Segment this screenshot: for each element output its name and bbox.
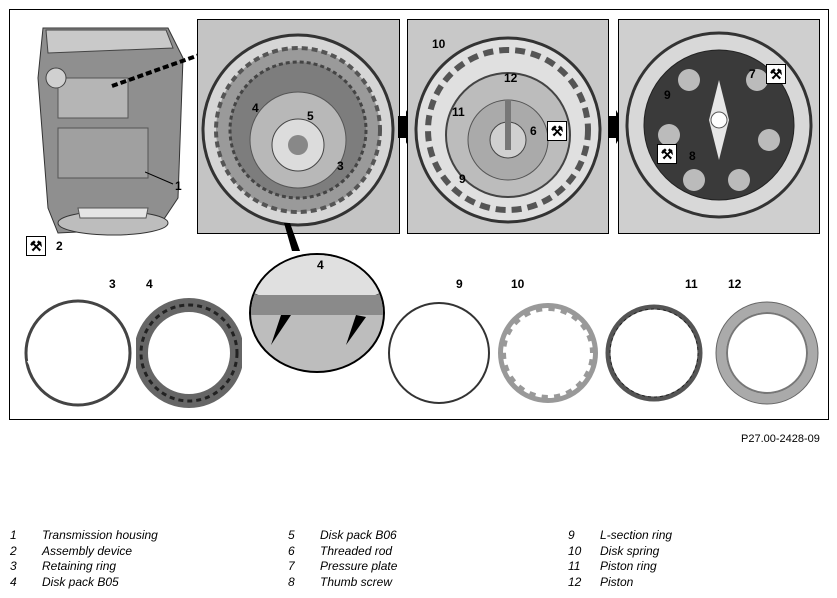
piston-ring-image <box>605 304 703 402</box>
callout-6: 6 <box>530 124 537 138</box>
legend-text: Piston <box>600 575 634 589</box>
wrench-tool-icon: ⚒ <box>547 121 567 141</box>
legend-text: Assembly device <box>42 544 133 558</box>
callout-1: 1 <box>175 179 182 193</box>
callout-3: 3 <box>337 159 344 173</box>
callout-9: 9 <box>459 172 466 186</box>
pointer-arrow <box>111 52 203 88</box>
callout-2: 2 <box>56 239 63 253</box>
legend-number: 11 <box>568 559 581 573</box>
part-label-11: 11 <box>685 277 698 291</box>
leader-line-1 <box>145 171 174 185</box>
legend-number: 9 <box>568 528 575 542</box>
callout-4: 4 <box>252 101 259 115</box>
legend-number: 8 <box>288 575 295 589</box>
legend-text: Thumb screw <box>320 575 393 589</box>
legend-text: Retaining ring <box>42 559 117 573</box>
part-label-4: 4 <box>146 277 153 291</box>
wrench-tool-icon: ⚒ <box>766 64 786 84</box>
photo-pressure-plate <box>618 19 820 234</box>
callout-5: 5 <box>307 109 314 123</box>
legend-text: Disk pack B06 <box>320 528 397 542</box>
callout-12: 12 <box>504 71 518 85</box>
legend-text: Pressure plate <box>320 559 398 573</box>
legend-text: Disk spring <box>600 544 660 558</box>
legend-text: Transmission housing <box>42 528 158 542</box>
legend-text: Piston ring <box>600 559 657 573</box>
legend-number: 7 <box>288 559 295 573</box>
figure-reference: P27.00-2428-09 <box>741 433 820 445</box>
part-label-10: 10 <box>511 277 525 291</box>
legend-number: 4 <box>10 575 17 589</box>
wrench-tool-icon: ⚒ <box>26 236 46 256</box>
legend-text: Disk pack B05 <box>42 575 119 589</box>
legend-text: L-section ring <box>600 528 673 542</box>
detail-pointer <box>284 223 300 251</box>
disk-spring-image <box>498 303 598 403</box>
part-label-3: 3 <box>109 277 116 291</box>
legend-number: 6 <box>288 544 295 558</box>
callout-8: 8 <box>689 149 696 163</box>
photo-disk-packs <box>197 19 400 234</box>
callout-9: 9 <box>664 88 671 102</box>
arrow-right-icon <box>608 110 626 144</box>
legend-number: 5 <box>288 528 295 542</box>
part-label-9: 9 <box>456 277 463 291</box>
legend-text: Threaded rod <box>320 544 393 558</box>
legend-number: 3 <box>10 559 17 573</box>
detail-callout-4: 4 <box>317 258 324 272</box>
legend-number: 1 <box>10 528 17 542</box>
legend-number: 2 <box>10 544 17 558</box>
wrench-tool-icon: ⚒ <box>657 144 677 164</box>
part-label-12: 12 <box>728 277 742 291</box>
photo-piston <box>407 19 609 234</box>
disk-pack-b05-image <box>136 298 242 408</box>
legend-number: 10 <box>568 544 582 558</box>
l-section-ring-image <box>388 302 490 404</box>
callout-10: 10 <box>432 37 446 51</box>
callout-11: 11 <box>452 105 465 119</box>
legend-number: 12 <box>568 575 582 589</box>
assembly-figure: 1 ⚒ 2 4 5 3 10 12 11 6 <box>9 9 829 420</box>
piston-image <box>715 301 819 405</box>
transmission-housing-image <box>37 27 184 236</box>
callout-7: 7 <box>749 67 756 81</box>
detail-view-disk-pack <box>249 253 385 373</box>
retaining-ring-image <box>24 299 132 407</box>
